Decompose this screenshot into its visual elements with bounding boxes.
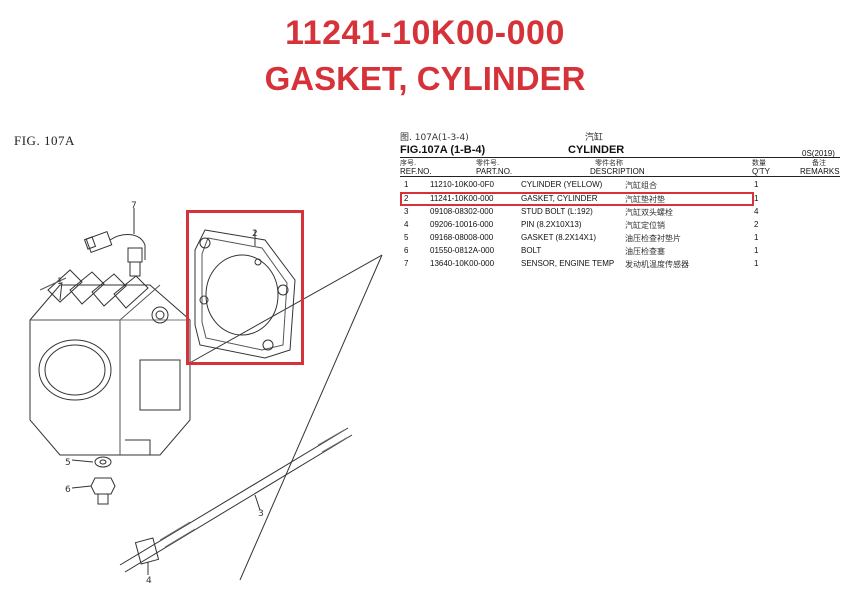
callout-6: 6 xyxy=(65,485,71,495)
cylinder-block xyxy=(29,269,191,456)
row-ref: 4 xyxy=(404,220,409,229)
row-description: GASKET (8.2X14X1) xyxy=(521,233,596,242)
callout-2: 2 xyxy=(252,229,258,239)
header-desc-cn: 零件名称 xyxy=(595,159,623,167)
row-description: STUD BOLT (L:192) xyxy=(521,207,593,216)
header-qty: Q'TY xyxy=(752,167,770,176)
row-description-cn: 汽缸垫衬垫 xyxy=(625,195,665,204)
table-row: 4 09206-10016-000 PIN (8.2X10X13) 汽缸定位销 … xyxy=(400,220,840,233)
header-remarks-cn: 备注 xyxy=(812,159,826,167)
row-qty: 2 xyxy=(754,220,759,229)
table-title: CYLINDER xyxy=(568,144,624,156)
guide-line xyxy=(239,254,383,581)
part-name-title: GASKET, CYLINDER xyxy=(264,60,586,97)
header-ref: REF.NO. xyxy=(400,167,432,176)
cylinder-gasket xyxy=(194,229,296,359)
row-part-number: 01550-0812A-000 xyxy=(430,246,495,255)
guide-line xyxy=(185,254,383,366)
engine-temp-sensor xyxy=(83,208,146,277)
table-rule-header xyxy=(400,176,840,177)
row-description-cn: 汽缸组合 xyxy=(625,181,657,190)
row-description: BOLT xyxy=(521,246,542,255)
table-row: 3 09108-08302-000 STUD BOLT (L:192) 汽缸双头… xyxy=(400,207,840,220)
oil-check-bolt xyxy=(71,477,116,505)
row-qty: 1 xyxy=(754,194,759,203)
row-part-number: 09108-08302-000 xyxy=(430,207,494,216)
header-desc: DESCRIPTION xyxy=(590,167,645,176)
table-fig-code: FIG.107A (1-B-4) xyxy=(400,144,485,156)
table-row: 7 13640-10K00-000 SENSOR, ENGINE TEMP 发动… xyxy=(400,259,840,272)
row-part-number: 09168-08008-000 xyxy=(430,233,494,242)
row-ref: 6 xyxy=(404,246,409,255)
table-row: 6 01550-0812A-000 BOLT 油压检查塞 1 xyxy=(400,246,840,259)
callout-3: 3 xyxy=(258,509,264,519)
table-row: 2 11241-10K00-000 GASKET, CYLINDER 汽缸垫衬垫… xyxy=(400,194,840,207)
part-number-title: 11241-10K00-000 xyxy=(285,14,565,52)
row-qty: 1 xyxy=(754,180,759,189)
callout-4: 4 xyxy=(146,576,152,586)
row-description: SENSOR, ENGINE TEMP xyxy=(521,259,615,268)
row-part-number: 11210-10K00-0F0 xyxy=(430,180,494,189)
exploded-diagram: 1 2 3 4 5 6 7 xyxy=(29,201,383,586)
row-part-number: 13640-10K00-000 xyxy=(430,259,495,268)
row-description-cn: 汽缸双头螺栓 xyxy=(625,208,673,217)
row-description-cn: 发动机温度传感器 xyxy=(625,260,689,269)
row-description-cn: 汽缸定位销 xyxy=(625,221,665,230)
callout-7: 7 xyxy=(131,201,137,211)
row-qty: 1 xyxy=(754,259,759,268)
row-highlight-box xyxy=(400,192,754,206)
row-description: CYLINDER (YELLOW) xyxy=(521,180,603,189)
header-remarks: REMARKS xyxy=(800,167,840,176)
header-ref-cn: 序号. xyxy=(400,159,417,167)
dowel-pin xyxy=(134,537,160,575)
callout-5: 5 xyxy=(65,458,71,468)
row-qty: 4 xyxy=(754,207,759,216)
fig-code-text: FIG.107A (1-B-4) xyxy=(400,144,486,156)
header-qty-cn: 数量 xyxy=(752,159,766,167)
row-qty: 1 xyxy=(754,233,759,242)
figure-label: FIG. 107A xyxy=(14,133,75,148)
gasket-highlight-box xyxy=(186,210,304,365)
row-ref: 1 xyxy=(404,180,409,189)
stud-bolt xyxy=(119,427,353,573)
row-description: GASKET, CYLINDER xyxy=(521,194,598,203)
row-ref: 3 xyxy=(404,207,409,216)
row-description-cn: 油压检查衬垫片 xyxy=(625,234,681,243)
table-title-text: CYLINDER xyxy=(568,144,625,156)
row-description-cn: 油压检查塞 xyxy=(625,247,665,256)
table-cn-fig: 图. 107A(1-3-4) xyxy=(400,133,469,143)
row-ref: 7 xyxy=(404,259,409,268)
header-part: PART.NO. xyxy=(476,167,513,176)
table-rule-top xyxy=(400,157,840,158)
row-part-number: 09206-10016-000 xyxy=(430,220,494,229)
row-ref: 2 xyxy=(404,194,409,203)
row-description: PIN (8.2X10X13) xyxy=(521,220,582,229)
table-row: 5 09168-08008-000 GASKET (8.2X14X1) 油压检查… xyxy=(400,233,840,246)
row-ref: 5 xyxy=(404,233,409,242)
table-row: 1 11210-10K00-0F0 CYLINDER (YELLOW) 汽缸组合… xyxy=(400,180,840,193)
header-part-cn: 零件号. xyxy=(476,159,500,167)
table-year: 0S(2019) xyxy=(802,149,835,158)
row-qty: 1 xyxy=(754,246,759,255)
table-cn-title: 汽缸 xyxy=(585,133,604,143)
callout-1: 1 xyxy=(57,277,63,287)
row-part-number: 11241-10K00-000 xyxy=(430,194,494,203)
gasket-washer xyxy=(71,456,112,468)
